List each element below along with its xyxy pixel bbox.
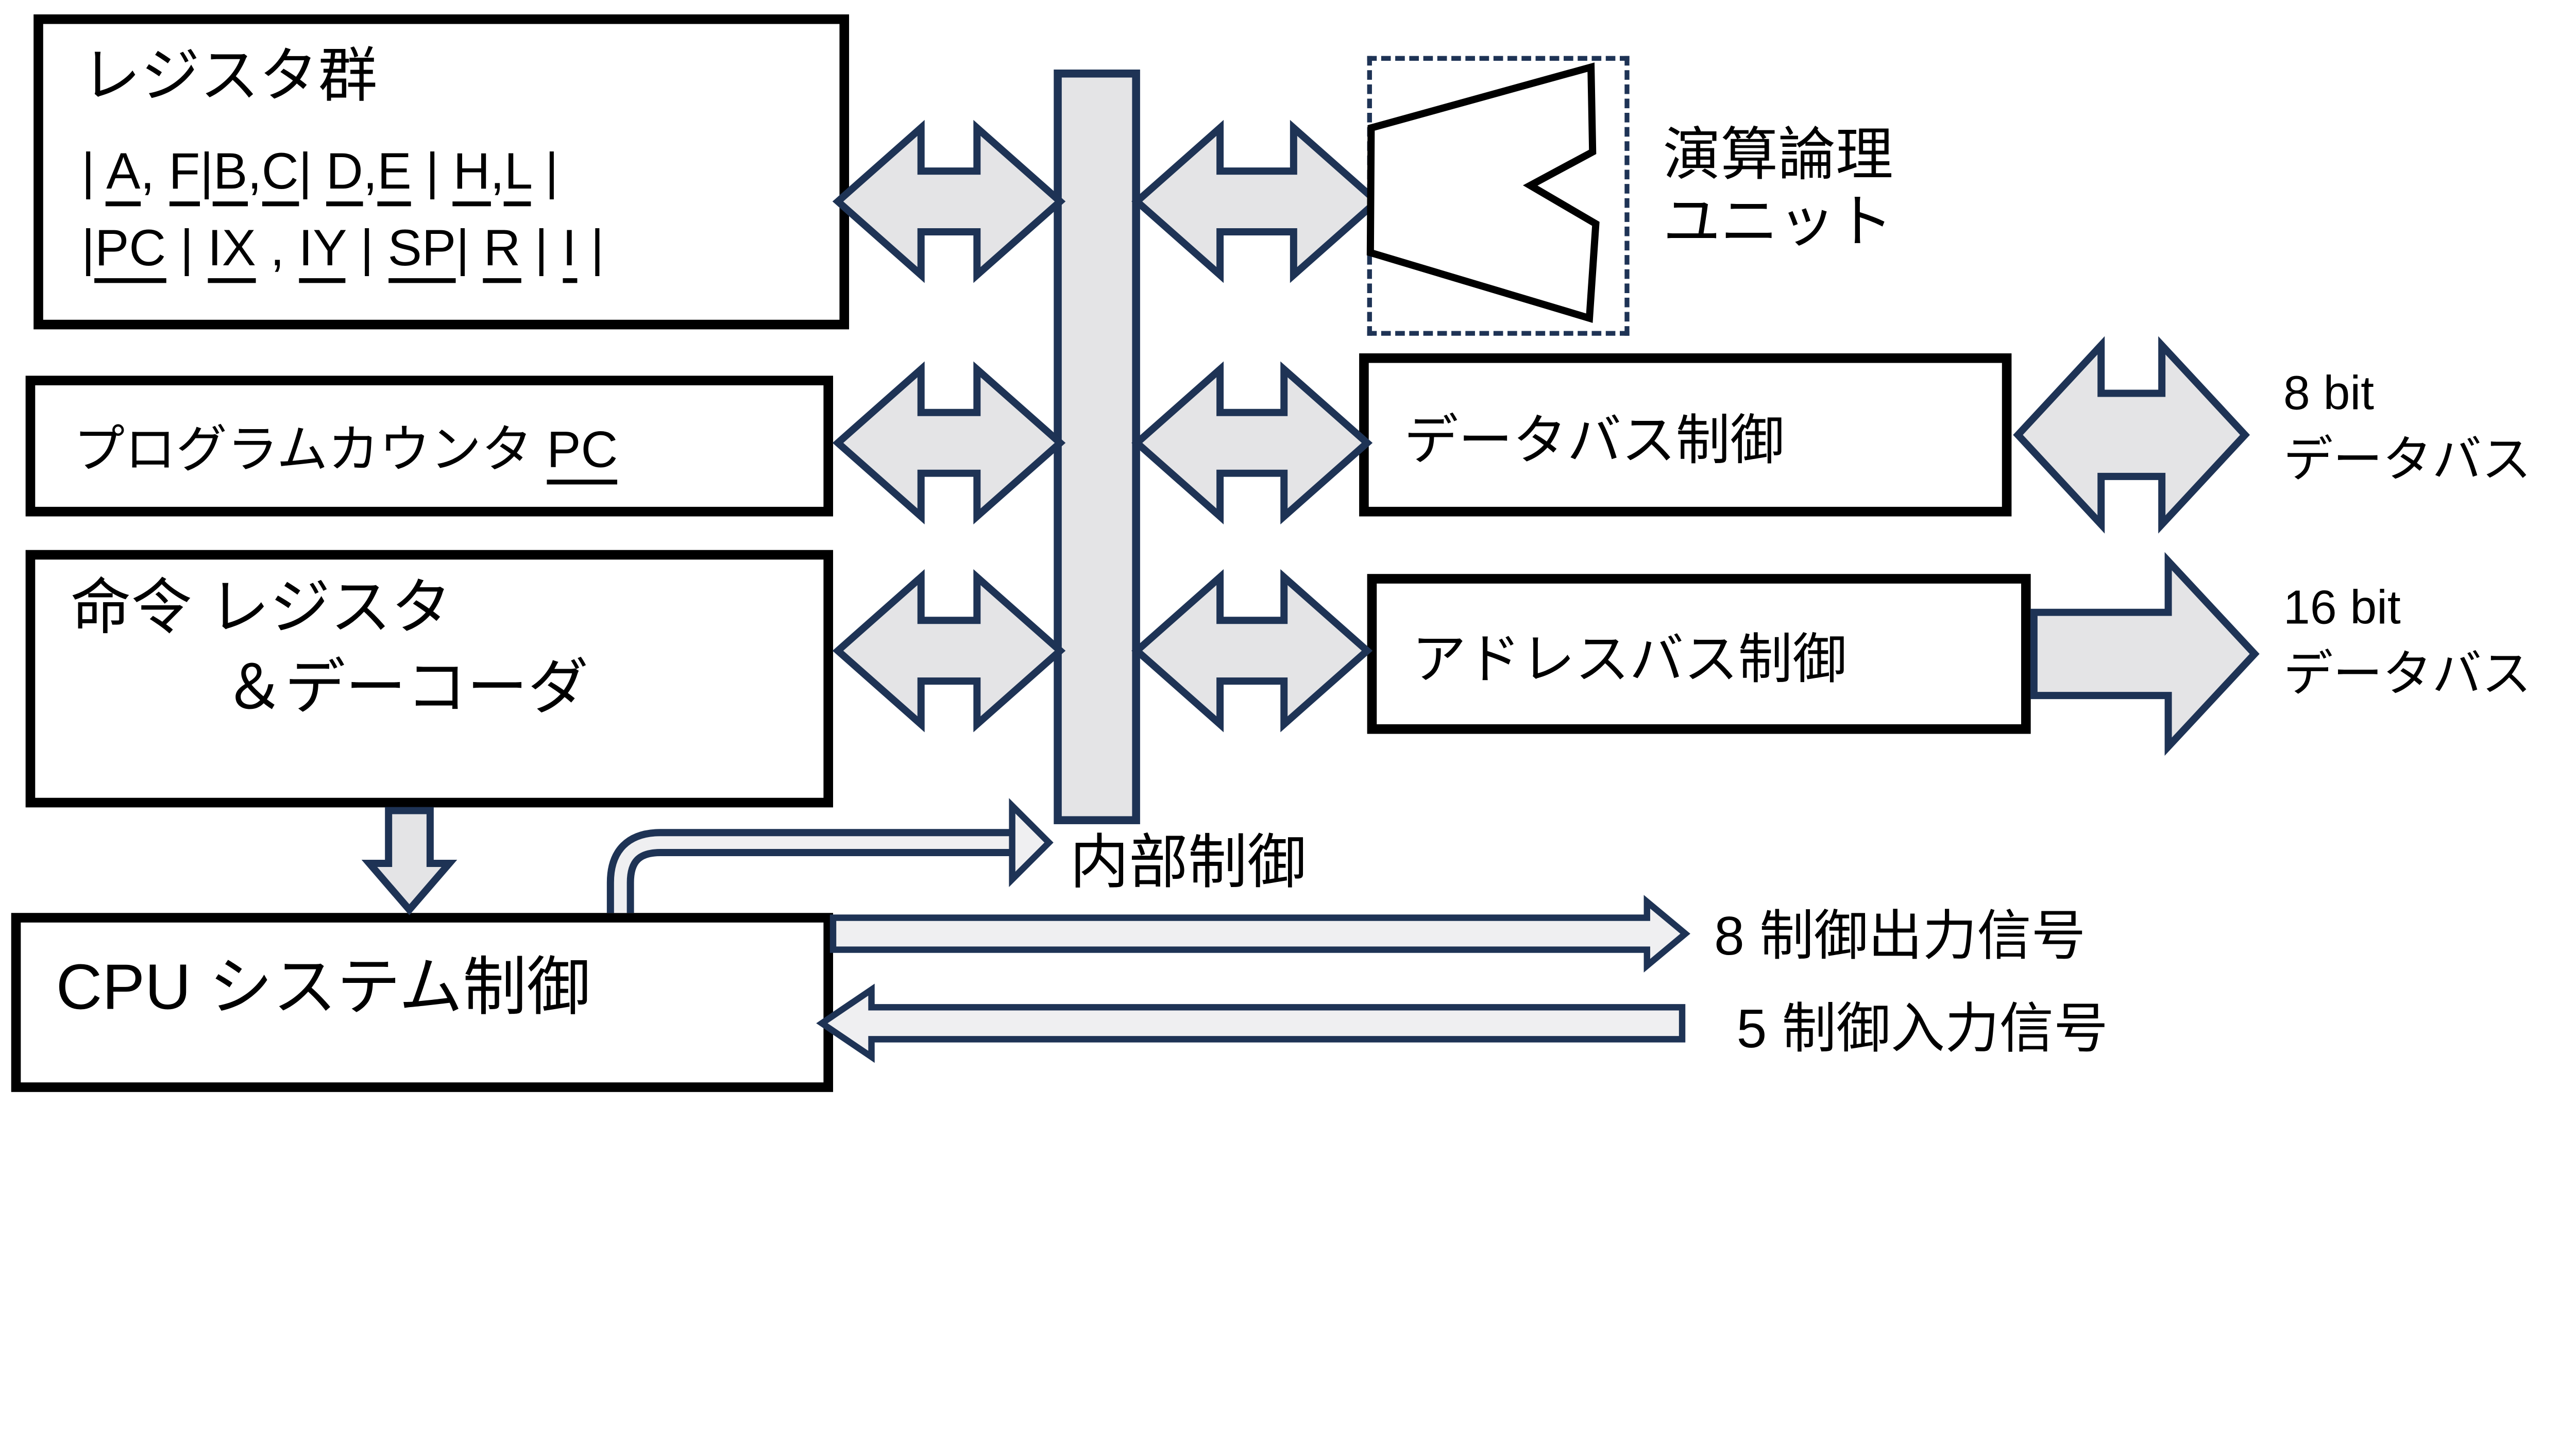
register-name-separator: | xyxy=(81,219,95,277)
register-name: R xyxy=(484,219,520,283)
alu-label: ALU xyxy=(1381,142,1531,227)
external-8bit-data-bus-arrow xyxy=(2013,336,2250,534)
register-name-separator: | xyxy=(456,219,484,277)
register-name-separator: | xyxy=(520,219,563,277)
bus-arrow-data-bus-control xyxy=(1131,361,1373,524)
register-name-separator: | xyxy=(81,142,107,200)
data-bus-16bit-label-line2: データバス xyxy=(2283,645,2532,702)
register-name: D xyxy=(326,142,363,207)
register-name: H xyxy=(453,142,490,207)
data-bus-8bit-label-line2: データバス xyxy=(2283,431,2532,488)
register-name-separator: | xyxy=(411,142,453,200)
internal-control-elbow-arrow xyxy=(606,829,1012,913)
bus-arrow-registers xyxy=(832,120,1066,283)
register-name: E xyxy=(377,142,412,207)
cpu-system-control-label: CPU システム制御 xyxy=(56,952,591,1024)
internal-control-elbow-arrow-fill xyxy=(614,836,1012,913)
register-name: SP xyxy=(388,219,456,283)
register-name: A xyxy=(106,142,141,207)
instruction-register-box: 命令 レジスタ ＆デーコーダ xyxy=(25,550,834,808)
registers-row-1: | A, F|B,C| D,E | H,L | xyxy=(81,142,558,207)
register-name-separator: | xyxy=(531,142,558,200)
register-name-separator: | xyxy=(346,219,388,277)
bus-arrow-alu xyxy=(1131,120,1382,283)
control-output-label: 8 制御出力信号 xyxy=(1714,906,2086,967)
bus-arrow-address-bus-control xyxy=(1131,569,1373,733)
program-counter-label: プログラムカウンタ PC xyxy=(73,410,618,485)
external-16bit-address-bus-arrow xyxy=(2030,552,2260,756)
register-name-separator: , xyxy=(247,142,262,200)
register-name: L xyxy=(504,142,531,207)
address-bus-control-box: アドレスバス制御 xyxy=(1367,574,2031,734)
data-bus-control-box: データバス制御 xyxy=(1359,353,2012,517)
cpu-block-diagram: レジスタ群 | A, F|B,C| D,E | H,L | |PC | IX ,… xyxy=(11,14,2532,1092)
register-name-separator: | xyxy=(576,219,604,277)
register-name-separator: | xyxy=(166,219,208,277)
register-name: F xyxy=(168,142,200,207)
bus-arrow-instruction-register xyxy=(832,569,1066,733)
data-bus-control-label: データバス制御 xyxy=(1404,410,1785,471)
register-name: PC xyxy=(95,219,166,283)
register-name: B xyxy=(213,142,248,207)
register-name: C xyxy=(261,142,299,207)
control-input-arrow xyxy=(816,983,1686,1063)
data-bus-8bit-label-line1: 8 bit xyxy=(2283,367,2375,421)
register-name-separator: | xyxy=(298,142,327,200)
register-name: IY xyxy=(298,219,346,283)
internal-control-label: 内部制御 xyxy=(1070,829,1307,896)
register-name-separator: | xyxy=(200,142,214,200)
register-name-separator: , xyxy=(256,219,299,277)
internal-bus-bar xyxy=(1054,70,1140,824)
register-name: I xyxy=(562,219,577,283)
register-name: PC xyxy=(547,420,618,485)
register-name: IX xyxy=(208,219,256,283)
control-input-label: 5 制御入力信号 xyxy=(1736,999,2108,1060)
alu-caption-line1: 演算論理 xyxy=(1663,121,1893,188)
instruction-register-line2: ＆デーコーダ xyxy=(224,655,589,723)
control-output-arrow xyxy=(829,895,1690,973)
registers-title: レジスタ群 xyxy=(81,43,378,109)
address-bus-control-label: アドレスバス制御 xyxy=(1412,629,1847,690)
alu-caption-line2: ユニット xyxy=(1663,189,1893,254)
registers-box: レジスタ群 | A, F|B,C| D,E | H,L | |PC | IX ,… xyxy=(33,14,850,330)
data-bus-16bit-label-line1: 16 bit xyxy=(2283,582,2401,635)
program-counter-box: プログラムカウンタ PC xyxy=(25,376,834,517)
decoder-to-cpu-down-arrow xyxy=(361,807,457,915)
register-name-separator: , xyxy=(490,142,504,200)
register-name-separator: , xyxy=(363,142,378,200)
instruction-register-line1: 命令 レジスタ xyxy=(70,575,452,643)
cpu-system-control-box: CPU システム制御 xyxy=(11,913,834,1092)
internal-control-arrowhead xyxy=(1009,798,1054,888)
register-name-separator: プログラムカウンタ xyxy=(73,420,547,478)
register-name-separator: , xyxy=(140,142,169,200)
bus-arrow-program-counter xyxy=(832,361,1066,524)
registers-row-2: |PC | IX , IY | SP| R | I | xyxy=(81,219,604,283)
